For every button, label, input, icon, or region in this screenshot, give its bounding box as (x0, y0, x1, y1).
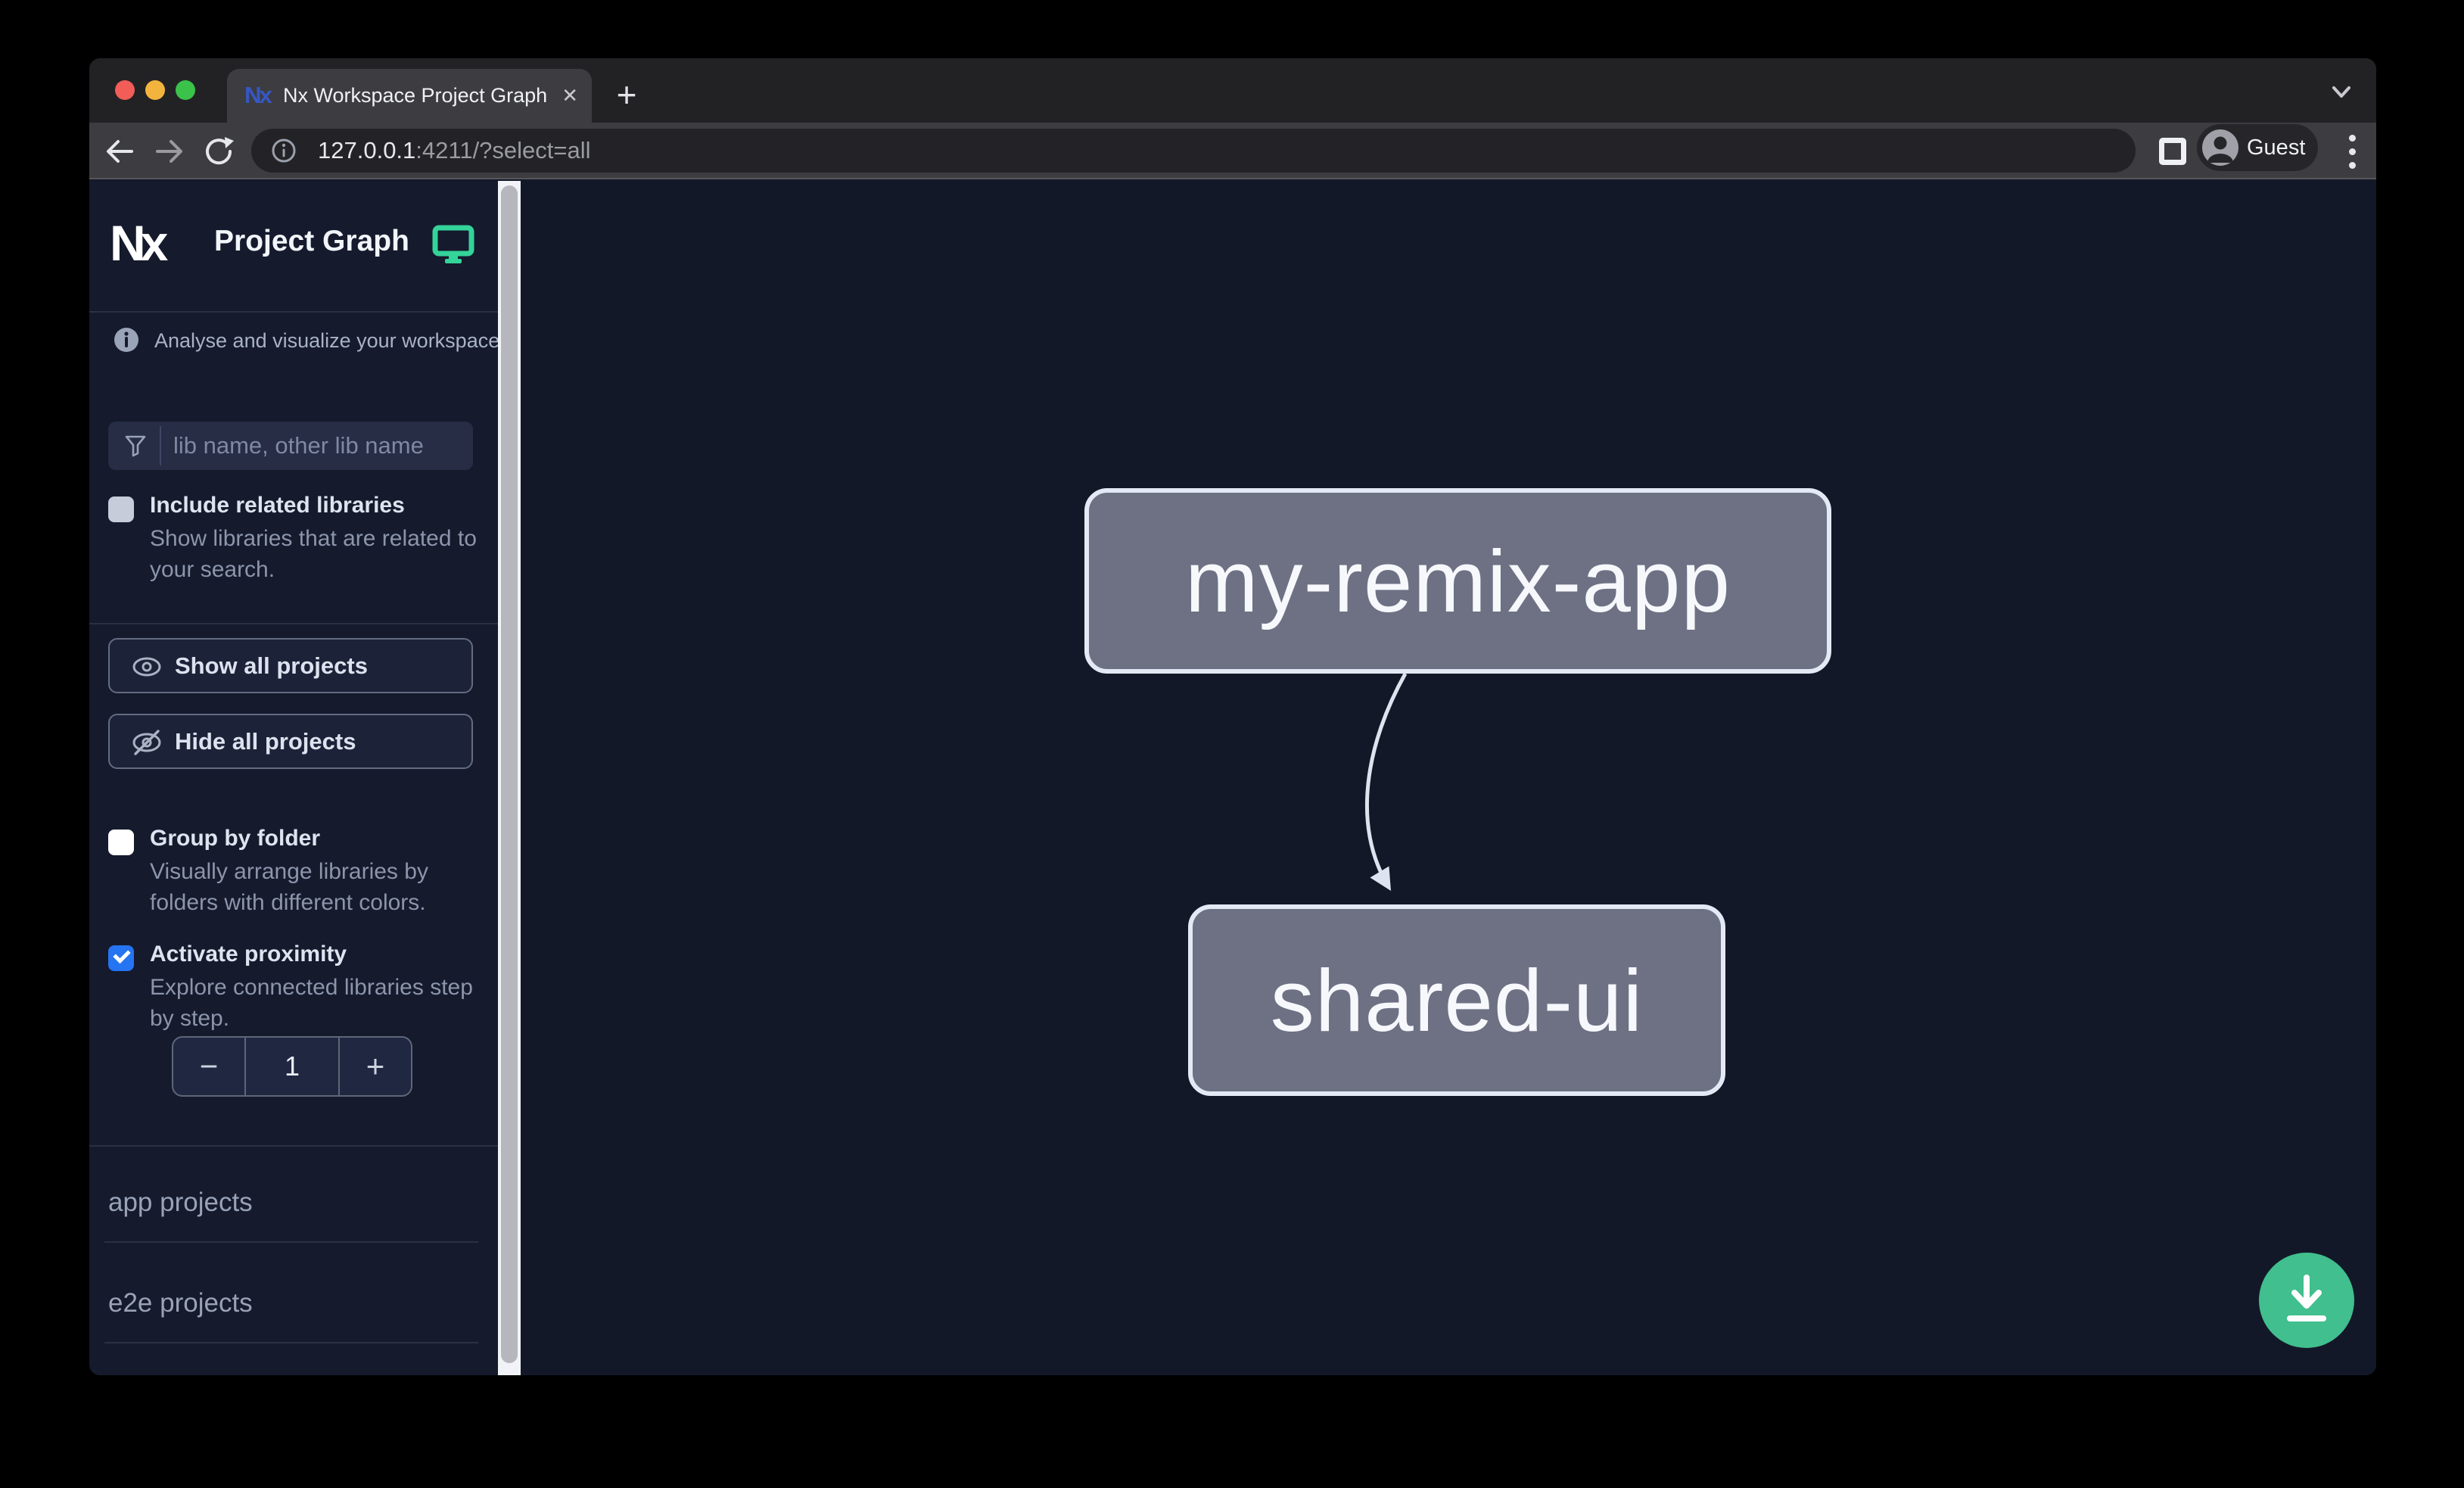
group-by-folder-label: Group by folder (150, 826, 320, 851)
new-tab-button[interactable]: + (616, 75, 637, 114)
hide-all-projects-label: Hide all projects (175, 728, 356, 755)
divider (89, 311, 498, 313)
tab-close-icon[interactable]: ✕ (562, 84, 578, 107)
window-zoom-button[interactable] (176, 80, 195, 100)
profile-label: Guest (2247, 135, 2306, 160)
graph-canvas[interactable]: my-remix-app shared-ui (521, 181, 2376, 1375)
filter-box (108, 422, 473, 470)
browser-tab[interactable]: Nx Nx Workspace Project Graph ✕ (227, 69, 592, 123)
avatar-icon (2202, 129, 2238, 166)
eye-icon (132, 657, 161, 677)
reload-icon[interactable] (201, 134, 236, 169)
download-icon (2287, 1275, 2326, 1321)
page-title: Project Graph (214, 225, 409, 257)
activate-proximity-label: Activate proximity (150, 942, 347, 967)
nx-favicon-icon: Nx (244, 82, 272, 108)
section-e2e-projects: e2e projects (108, 1288, 253, 1318)
show-all-projects-label: Show all projects (175, 652, 368, 679)
browser-menu-icon[interactable] (2343, 132, 2361, 171)
divider (104, 1342, 478, 1343)
page-content: Nx Project Graph Analyse and visualize y… (89, 181, 2376, 1375)
tab-strip: Nx Nx Workspace Project Graph ✕ + (89, 58, 2376, 123)
browser-toolbar: 127.0.0.1:4211/?select=all Guest (89, 123, 2376, 179)
include-related-checkbox[interactable] (108, 497, 134, 522)
edge-my-remix-app-to-shared-ui (1364, 672, 1408, 891)
tab-title: Nx Workspace Project Graph (283, 84, 548, 107)
site-info-icon[interactable] (271, 138, 297, 163)
activate-proximity-checkbox[interactable] (108, 945, 134, 971)
graph-node-my-remix-app[interactable]: my-remix-app (1084, 488, 1831, 674)
browser-window: Nx Nx Workspace Project Graph ✕ + 127.0.… (89, 58, 2376, 1375)
divider (104, 1241, 478, 1243)
address-bar[interactable]: 127.0.0.1:4211/?select=all (251, 129, 2136, 173)
search-input[interactable] (173, 422, 461, 470)
forward-icon[interactable] (153, 134, 188, 169)
show-all-projects-button[interactable]: Show all projects (108, 638, 473, 693)
monitor-icon[interactable] (432, 223, 474, 266)
graph-node-shared-ui[interactable]: shared-ui (1188, 904, 1725, 1096)
profile-button[interactable]: Guest (2197, 124, 2318, 171)
chevron-down-icon[interactable] (2328, 78, 2355, 105)
info-icon (114, 328, 138, 352)
proximity-stepper: − 1 + (172, 1036, 412, 1097)
divider (89, 623, 498, 624)
download-graph-button[interactable] (2259, 1253, 2354, 1348)
window-minimize-button[interactable] (145, 80, 165, 100)
window-close-button[interactable] (115, 80, 135, 100)
stepper-value: 1 (284, 1051, 300, 1082)
back-icon[interactable] (101, 134, 136, 169)
url-host: 127.0.0.1 (318, 137, 416, 163)
divider (160, 426, 161, 465)
include-related-description: Show libraries that are related to your … (150, 526, 477, 582)
nx-logo: Nx (110, 215, 168, 271)
hide-all-projects-button[interactable]: Hide all projects (108, 714, 473, 769)
section-app-projects: app projects (108, 1188, 253, 1217)
include-related-label: Include related libraries (150, 493, 405, 518)
stepper-decrement-button[interactable]: − (173, 1038, 246, 1095)
group-by-folder-checkbox[interactable] (108, 830, 134, 855)
eye-off-icon (132, 730, 161, 755)
scrollbar-thumb[interactable] (501, 185, 518, 1363)
tagline-row: Analyse and visualize your workspace. (114, 325, 506, 358)
activate-proximity-description: Explore connected libraries step by step… (150, 975, 473, 1031)
divider (89, 1145, 498, 1147)
sidebar: Nx Project Graph Analyse and visualize y… (89, 181, 506, 1375)
url-path: :4211/?select=all (415, 137, 591, 163)
tagline-text: Analyse and visualize your workspace. (154, 329, 506, 352)
stepper-increment-button[interactable]: + (338, 1038, 411, 1095)
side-panel-icon[interactable] (2159, 138, 2186, 165)
filter-icon (125, 435, 146, 457)
url-text: 127.0.0.1:4211/?select=all (318, 129, 591, 173)
group-by-folder-description: Visually arrange libraries by folders wi… (150, 859, 428, 915)
scrollbar-track (498, 181, 521, 1375)
